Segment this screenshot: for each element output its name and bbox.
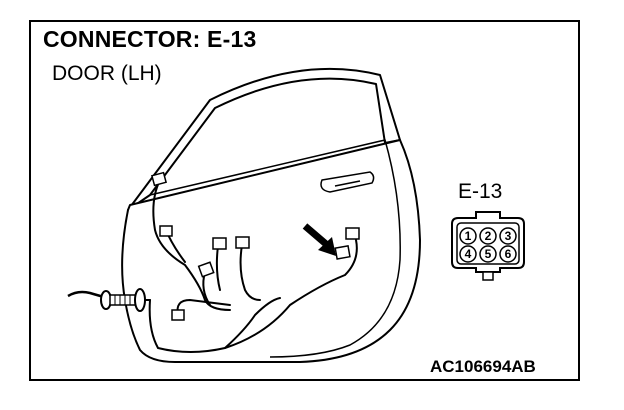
- pointer-arrow-icon: [302, 223, 336, 256]
- pin-2: [479, 227, 497, 245]
- pin-1: [459, 227, 477, 245]
- harness-connector-low: [171, 309, 185, 321]
- connector-pins: 1 2 3 4 5 6: [459, 227, 517, 263]
- door-inner-edge: [149, 139, 401, 358]
- door-handle: [320, 171, 375, 193]
- harness-connectors: [150, 171, 360, 321]
- location-subtitle: DOOR (LH): [52, 62, 162, 85]
- pin-6-label: 6: [505, 247, 512, 261]
- grommet: [100, 288, 146, 312]
- figure-code: AC106694AB: [430, 357, 536, 376]
- connector-e13-location: [334, 244, 351, 260]
- harness-connector-top: [150, 171, 168, 187]
- pin-3-label: 3: [505, 229, 512, 243]
- harness-connector-center: [197, 261, 215, 278]
- pin-3: [499, 227, 517, 245]
- connector-title: CONNECTOR: E-13: [43, 26, 257, 52]
- harness-connector-left: [159, 225, 173, 237]
- harness-connector-mid-a: [212, 237, 227, 250]
- harness-connector-mid-b: [235, 236, 250, 249]
- harness-connector-right: [345, 227, 360, 240]
- pin-1-label: 1: [465, 229, 472, 243]
- pin-2-label: 2: [485, 229, 492, 243]
- pin-6: [499, 245, 517, 263]
- pin-4: [459, 245, 477, 263]
- pin-4-label: 4: [465, 247, 472, 261]
- pin-5: [479, 245, 497, 263]
- pin-5-label: 5: [485, 247, 492, 261]
- connector-face-label: E-13: [458, 180, 503, 203]
